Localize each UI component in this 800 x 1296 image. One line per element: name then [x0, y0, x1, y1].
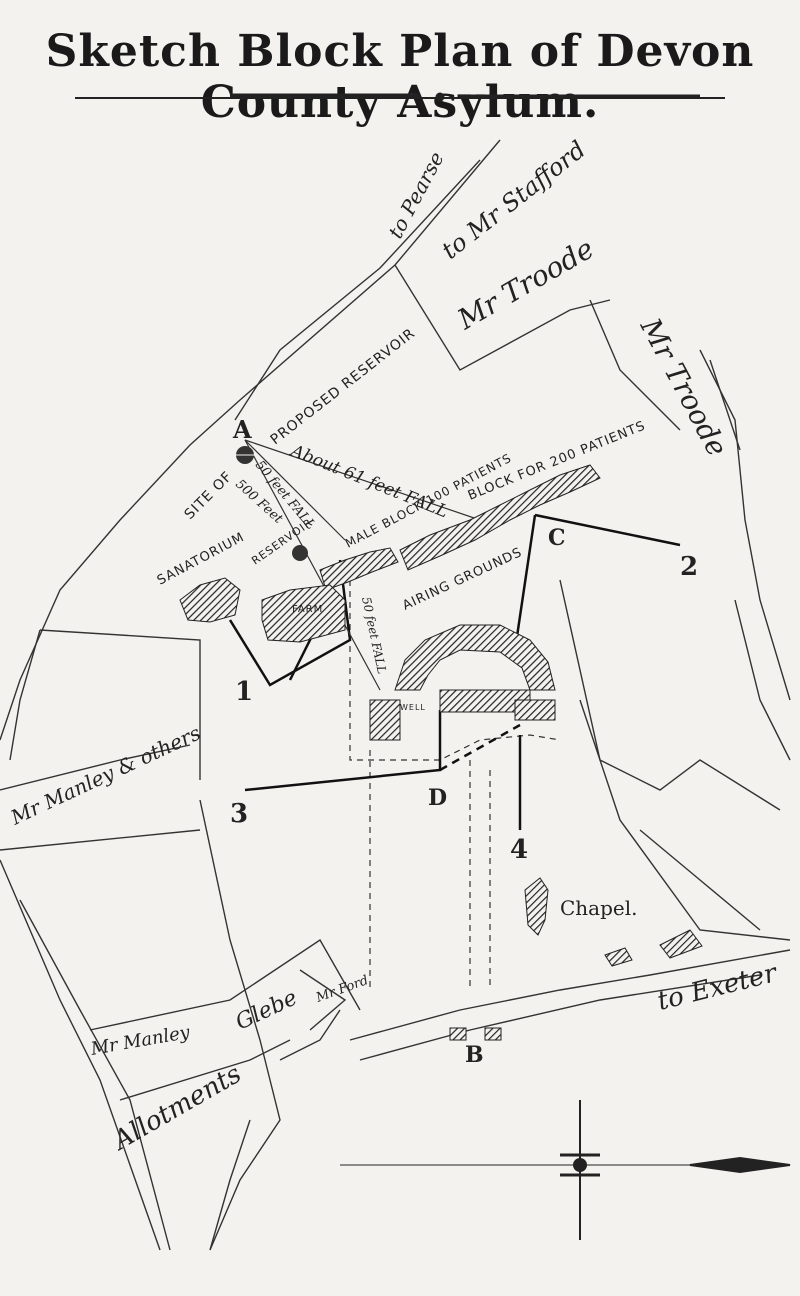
label-proposed-reservoir: PROPOSED RESERVOIR [268, 325, 419, 448]
label-mr-manley-others: Mr Manley & others [6, 721, 204, 830]
sanatorium-building [179, 577, 241, 623]
north-arrow [340, 1100, 791, 1240]
asylum-boundary [349, 580, 561, 990]
buildings [179, 464, 703, 1041]
field-boundaries [0, 139, 791, 1251]
label-farm: FARM [292, 604, 323, 615]
male-block-building [319, 547, 399, 591]
label-about-61-feet-fall: About 61 feet FALL [286, 440, 451, 522]
block-200-patients-building [399, 464, 601, 571]
lodge-east-a [604, 947, 633, 967]
label-to-exeter: to Exeter [654, 958, 781, 1017]
title-rule [75, 92, 725, 102]
leader-lines [228, 513, 681, 830]
marker-4: 4 [510, 835, 528, 865]
marker-3: 3 [230, 799, 248, 829]
east-wing [514, 699, 556, 721]
label-well: WELL [400, 703, 426, 712]
label-50-feet-fall-b: 50 feet FALL [359, 596, 389, 675]
west-wing [369, 699, 401, 741]
marker-b: B [465, 1042, 484, 1068]
marker-d: D [428, 785, 447, 811]
reservoir-site-a [236, 446, 254, 464]
marker-a: A [232, 415, 252, 444]
label-glebe: Glebe [232, 985, 301, 1035]
fall-lines [244, 439, 481, 691]
marker-c: C [548, 525, 566, 551]
lodge-east-b [659, 929, 703, 959]
marker-1: 1 [235, 677, 253, 707]
label-sanatorium: SANATORIUM [155, 530, 247, 589]
crescent-main-building [394, 624, 556, 691]
chapel-building [524, 877, 549, 936]
reservoir-site [292, 545, 308, 561]
lodge-west [449, 1027, 467, 1041]
map-title: Sketch Block Plan of Devon County Asylum… [45, 26, 755, 128]
label-chapel: Chapel. [560, 896, 638, 920]
farm-building [261, 584, 346, 643]
lodge-centre [484, 1027, 502, 1041]
marker-2: 2 [680, 552, 698, 582]
label-allotments: Allotments [107, 1059, 247, 1157]
label-site-of: SITE OF [182, 468, 236, 522]
